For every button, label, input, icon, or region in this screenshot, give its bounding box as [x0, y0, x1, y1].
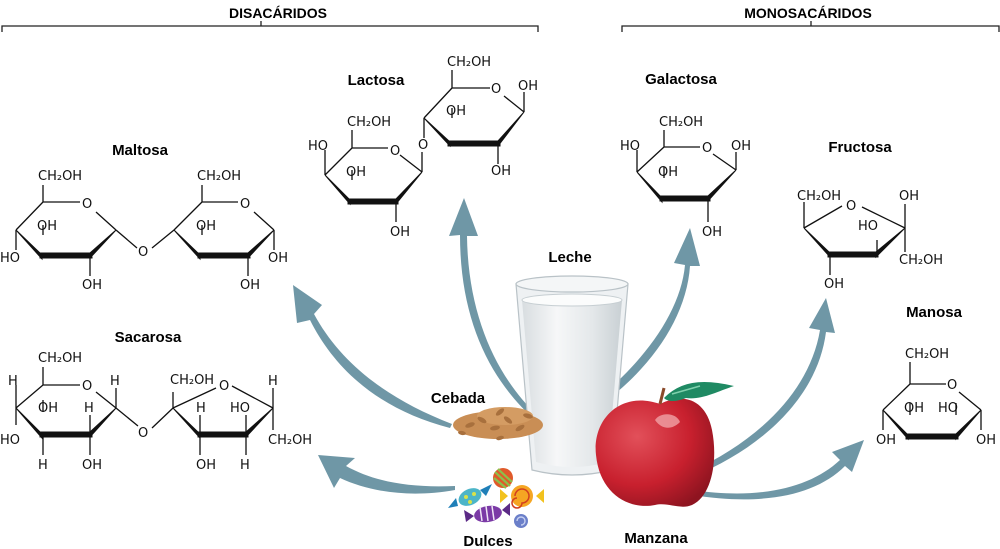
apple-illustration — [595, 382, 734, 507]
lactosa-ch2oh-2: CH₂OH — [447, 55, 491, 70]
arrow-manzana-to-manosa — [692, 440, 864, 500]
fructosa-oh-2: OH — [824, 277, 844, 292]
maltosa-ch2oh-2: CH₂OH — [197, 169, 241, 184]
manosa-oh-2: OH — [876, 433, 896, 448]
lactosa-oh-5: OH — [491, 164, 511, 179]
fructosa-label: Fructosa — [828, 139, 892, 156]
fructosa-structure: Fructosa CH₂OH O OH HO CH₂OH OH — [797, 139, 943, 292]
maltosa-structure: Maltosa CH₂OH O OH HO OH O CH₂OH O OH OH… — [0, 142, 288, 293]
maltosa-oh-3: OH — [196, 219, 216, 234]
lactosa-ho-1: HO — [308, 139, 328, 154]
galactosa-oh-1: OH — [731, 139, 751, 154]
candy-striped-ball — [493, 468, 513, 489]
maltosa-oh-2: OH — [82, 278, 102, 293]
maltosa-ho-1: HO — [0, 251, 20, 266]
fructosa-ch2oh-2: CH₂OH — [899, 253, 943, 268]
candy-purple-striped — [464, 503, 510, 523]
lactosa-glycosidic-o: O — [418, 138, 428, 153]
maltosa-label: Maltosa — [112, 142, 169, 159]
leche-label: Leche — [548, 249, 591, 266]
sacarosa-ch2oh-2: CH₂OH — [170, 373, 214, 388]
candy-orange-swirl — [500, 485, 544, 509]
manosa-ch2oh: CH₂OH — [905, 347, 949, 362]
sacarosa-oh-3: OH — [196, 458, 216, 473]
monosaccharides-header: MONOSACÁRIDOS — [744, 5, 872, 21]
manosa-label: Manosa — [906, 304, 963, 321]
sacarosa-h-7: H — [240, 458, 250, 473]
manosa-oh-1: OH — [904, 401, 924, 416]
fructosa-ho: HO — [858, 219, 878, 234]
manosa-structure: Manosa CH₂OH O OH HO OH OH — [876, 304, 996, 448]
sacarosa-structure: Sacarosa CH₂OH H O H OH H HO H OH O CH₂O… — [0, 329, 312, 473]
lactosa-structure: Lactosa CH₂OH HO O OH OH O CH₂OH O OH OH… — [308, 55, 538, 240]
lactosa-oh-2: OH — [390, 225, 410, 240]
fructosa-oh-1: OH — [899, 189, 919, 204]
sacarosa-oh-1: OH — [38, 401, 58, 416]
arrow-leche-to-galactosa — [568, 228, 700, 425]
lactosa-ring-o-1: O — [390, 144, 400, 159]
maltosa-ring-o-2: O — [240, 197, 250, 212]
galactosa-structure: Galactosa CH₂OH HO O OH OH OH — [620, 71, 751, 240]
maltosa-ch2oh-1: CH₂OH — [38, 169, 82, 184]
candies-illustration — [448, 468, 544, 528]
sacarosa-h-5: H — [268, 374, 278, 389]
fructosa-ring-o: O — [846, 199, 856, 214]
arrows — [293, 198, 864, 500]
maltosa-oh-5: OH — [240, 278, 260, 293]
dulces-label: Dulces — [463, 533, 512, 549]
galactosa-oh-2: OH — [658, 165, 678, 180]
sacarosa-ch2oh-1: CH₂OH — [38, 351, 82, 366]
barley-grains-illustration — [453, 407, 543, 441]
arrow-manzana-to-fructosa — [690, 298, 835, 477]
sacarosa-ch2oh-3: CH₂OH — [268, 433, 312, 448]
lactosa-ring-o-2: O — [491, 82, 501, 97]
sacarosa-h-2: H — [110, 374, 120, 389]
sacarosa-oh-2: OH — [82, 458, 102, 473]
galactosa-oh-3: OH — [702, 225, 722, 240]
lactosa-oh-1: OH — [346, 165, 366, 180]
monosaccharides-bracket — [621, 21, 1000, 32]
disaccharides-bracket — [1, 21, 539, 32]
arrow-leche-to-lactosa — [449, 198, 537, 420]
sacarosa-ring-o-1: O — [82, 379, 92, 394]
candy-blue-swirl — [514, 514, 528, 528]
cebada-label: Cebada — [431, 390, 486, 407]
arrow-cebada-to-maltosa — [293, 285, 452, 428]
candy-blue-wrapped — [448, 484, 492, 508]
maltosa-oh-1: OH — [37, 219, 57, 234]
sacarosa-h-3: H — [84, 401, 94, 416]
lactosa-ch2oh-1: CH₂OH — [347, 115, 391, 130]
manosa-ring-o: O — [947, 378, 957, 393]
galactosa-ring-o: O — [702, 141, 712, 156]
galactosa-label: Galactosa — [645, 71, 717, 88]
lactosa-oh-3: OH — [518, 79, 538, 94]
fructosa-ch2oh-1: CH₂OH — [797, 189, 841, 204]
maltosa-ring-o-1: O — [82, 197, 92, 212]
galactosa-ch2oh: CH₂OH — [659, 115, 703, 130]
sacarosa-ho-2: HO — [230, 401, 250, 416]
galactosa-ho: HO — [620, 139, 640, 154]
sacarosa-glycosidic-o: O — [138, 426, 148, 441]
sacarosa-h-6: H — [196, 401, 206, 416]
maltosa-oh-4: OH — [268, 251, 288, 266]
sacarosa-ho-1: HO — [0, 433, 20, 448]
manosa-ho: HO — [938, 401, 958, 416]
sacarosa-label: Sacarosa — [115, 329, 182, 346]
sacarosa-ring-o-2: O — [219, 379, 229, 394]
sacarosa-h-1: H — [8, 374, 18, 389]
lactosa-label: Lactosa — [348, 72, 405, 89]
manosa-oh-3: OH — [976, 433, 996, 448]
arrow-dulces-to-sacarosa — [318, 455, 455, 494]
sacarosa-h-4: H — [38, 458, 48, 473]
maltosa-glycosidic-o: O — [138, 245, 148, 260]
manzana-label: Manzana — [624, 530, 688, 547]
disaccharides-header: DISACÁRIDOS — [229, 5, 327, 21]
lactosa-oh-4: OH — [446, 104, 466, 119]
